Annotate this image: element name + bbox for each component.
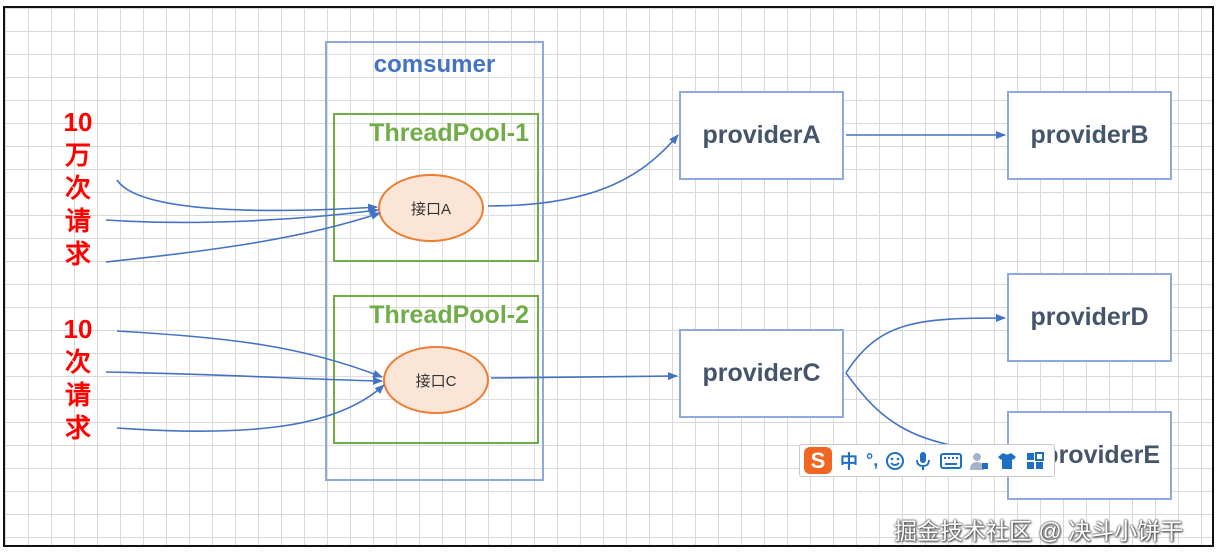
microphone-icon[interactable] <box>912 450 934 472</box>
keyboard-icon[interactable] <box>940 450 963 472</box>
request-2-line: 次 <box>64 347 91 377</box>
interface-c-node: 接口C <box>383 346 489 414</box>
request-2-line: 10 <box>63 314 93 344</box>
consumer-title: comsumer <box>373 51 496 78</box>
provider-c-to-provider-d-arrow <box>845 314 1006 374</box>
provider-d-node: providerD <box>1007 273 1172 362</box>
request-label-2: 10 次 请 求 <box>55 313 101 445</box>
request-2-line: 请 <box>64 380 91 410</box>
request-1-line: 求 <box>64 239 91 269</box>
provider-c-to-provider-e-arrow <box>845 372 1006 456</box>
sogou-logo-icon[interactable]: S <box>804 447 832 474</box>
smiley-icon[interactable] <box>884 450 906 472</box>
request-1-line: 次 <box>64 173 91 203</box>
request-arrow-2a <box>116 330 383 378</box>
threadpool-1-box: ThreadPool-1 <box>333 113 539 262</box>
request-1-line: 请 <box>64 206 91 236</box>
request-1-line: 万 <box>64 140 91 170</box>
request-arrow-1a <box>116 179 378 212</box>
request-arrow-2c <box>116 384 385 432</box>
provider-b-node: providerB <box>1007 91 1172 180</box>
watermark: 掘金技术社区 @ 决斗小饼干 <box>894 518 1184 544</box>
request-arrow-2b <box>105 371 383 385</box>
tshirt-icon[interactable] <box>996 450 1018 472</box>
interface-a-node: 接口A <box>378 174 484 242</box>
threadpool-1-title: ThreadPool-1 <box>369 119 529 147</box>
ime-mode-toggle[interactable]: 中 <box>840 451 858 472</box>
user-icon[interactable] <box>968 450 990 472</box>
interface-c-to-provider-c-arrow <box>490 372 678 381</box>
grid-icon[interactable] <box>1024 450 1046 472</box>
request-arrow-1b <box>105 207 379 224</box>
interface-a-to-provider-a-arrow <box>487 134 679 207</box>
threadpool-2-title: ThreadPool-2 <box>369 301 529 329</box>
provider-a-node: providerA <box>679 91 844 180</box>
request-label-1: 10 万 次 请 求 <box>55 106 101 271</box>
threadpool-2-box: ThreadPool-2 <box>333 295 539 444</box>
provider-c-node: providerC <box>679 329 844 418</box>
ime-punctuation-toggle[interactable]: °, <box>866 450 879 470</box>
ime-toolbar[interactable]: S 中 °, <box>799 444 1055 477</box>
request-1-line: 10 <box>63 107 93 137</box>
request-2-line: 求 <box>64 413 91 443</box>
request-arrow-1c <box>105 212 381 263</box>
